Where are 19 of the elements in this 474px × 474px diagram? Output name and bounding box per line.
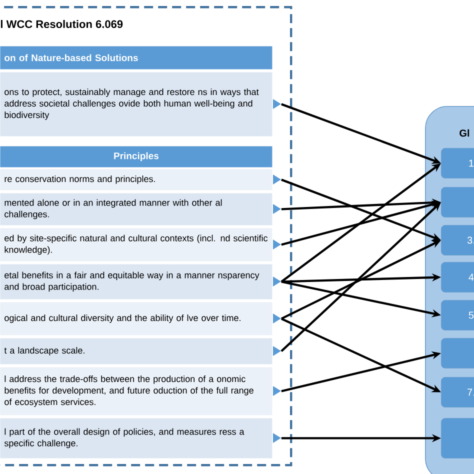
goal-box: 4 — [441, 262, 474, 292]
principle-row: re conservation norms and principles. — [0, 169, 281, 190]
header-bar: on of Nature-based Solutions — [0, 46, 272, 70]
principle-row: ogical and cultural diversity and the ability of lve over time. — [0, 302, 281, 336]
principle-row: l address the trade-offs between the production of a onomic benefits for development, and future oduction of the full range of ecosystem services. — [0, 367, 281, 416]
principle-row: mented alone or in an integrated manner with other al challenges. — [0, 193, 281, 226]
goal-box — [441, 187, 474, 218]
goal-box: 5 — [441, 300, 474, 330]
goal-box — [441, 418, 474, 458]
definition-box: ons to protect, sustainably manage and restore ns in ways that address societal challenges ovide both human well-being and biodiversity — [0, 72, 281, 136]
header-bar: Principles — [0, 146, 272, 168]
principle-row: l part of the overall design of policies, and measures ress a specific challenge. — [0, 418, 281, 458]
goal-box — [441, 338, 474, 368]
goal-box: 1 — [441, 148, 474, 178]
goal-box: 7. — [441, 377, 474, 408]
principle-row: ed by site-specific natural and cultural contexts (incl. nd scientific knowledge). — [0, 228, 281, 262]
goal-box: 3. — [441, 225, 474, 256]
principle-row: etal benefits in a fair and equitable way in a manner nsparency and broad participation. — [0, 264, 281, 300]
principle-row: t a landscape scale. — [0, 338, 281, 364]
